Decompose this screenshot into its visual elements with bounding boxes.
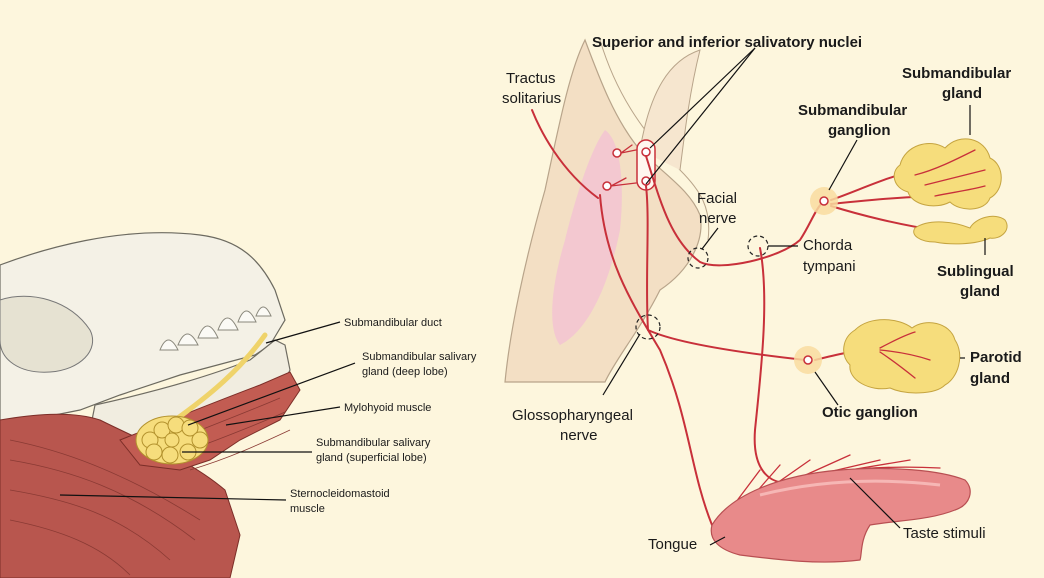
tractus-cell-upper <box>612 148 622 158</box>
leader-mylohyoid <box>225 406 341 426</box>
leader-taste-stimuli <box>849 477 901 529</box>
label-submandibular-gland-2: gland <box>942 85 982 102</box>
chorda-tympani-path <box>753 247 801 484</box>
label-taste-stimuli: Taste stimuli <box>903 525 986 542</box>
label-tractus-1: Tractus <box>506 70 555 87</box>
superior-nucleus-cell <box>641 147 651 157</box>
tractus-cell-lower <box>602 181 612 191</box>
label-gland-superficial-1: Submandibular salivary <box>316 437 431 449</box>
label-tongue: Tongue <box>648 536 697 553</box>
label-sternocleidomastoid-2: muscle <box>290 503 325 515</box>
label-submandibular-duct: Submandibular duct <box>344 317 442 329</box>
leader-submandibular-duct <box>265 321 341 344</box>
label-tractus-2: solitarius <box>502 90 561 107</box>
leader-submandibular-ganglion <box>828 139 858 191</box>
right-nerve-schematic: Superior and inferior salivatory nuclei … <box>502 34 1022 563</box>
submandibular-gland-left <box>135 415 209 465</box>
label-glossopharyngeal-1: Glossopharyngeal <box>512 407 633 424</box>
submandibular-gland-right <box>893 138 1002 210</box>
sublingual-gland <box>913 215 1008 245</box>
leader-otic-ganglion <box>814 371 839 406</box>
otic-ganglion-cell <box>803 355 813 365</box>
upper-teeth <box>159 306 272 351</box>
synapse-branches <box>610 144 637 187</box>
submandibular-ganglion-cell <box>819 196 829 206</box>
label-gland-superficial-2: gland (superficial lobe) <box>316 452 427 464</box>
label-parotid-gland-1: Parotid <box>970 349 1022 366</box>
parotid-gland <box>843 319 961 394</box>
label-facial-1: Facial <box>697 190 737 207</box>
label-glossopharyngeal-2: nerve <box>560 427 598 444</box>
leader-gland-deep <box>187 362 356 426</box>
label-facial-2: nerve <box>699 210 737 227</box>
label-submandibular-ganglion-2: ganglion <box>828 122 891 139</box>
tongue-fiber-branches <box>729 454 911 511</box>
submandibular-gland-vessels <box>914 149 986 197</box>
leader-nuclei-2 <box>645 47 756 185</box>
leader-sternocleidomastoid <box>59 494 287 501</box>
leader-nuclei-1 <box>649 47 756 149</box>
label-chorda-1: Chorda <box>803 237 853 254</box>
label-chorda-2: tympani <box>803 258 856 275</box>
label-salivatory-nuclei: Superior and inferior salivatory nuclei <box>592 34 862 51</box>
leader-glossopharyngeal <box>602 333 641 396</box>
brainstem-bulge <box>639 49 701 171</box>
label-submandibular-gland-1: Submandibular <box>902 65 1011 82</box>
label-sublingual-gland-1: Sublingual <box>937 263 1014 280</box>
left-head-illustration: Submandibular duct Submandibular salivar… <box>0 232 477 578</box>
submandibular-duct <box>172 332 268 423</box>
label-gland-deep-1: Submandibular salivary <box>362 351 477 363</box>
tongue-highlight <box>759 479 941 497</box>
leader-facial-nerve <box>701 227 719 250</box>
label-submandibular-ganglion-1: Submandibular <box>798 102 907 119</box>
tractus-solitarius-line <box>531 109 599 199</box>
skull-orbit <box>0 295 93 373</box>
chorda-tympani-marker <box>747 235 769 257</box>
label-sublingual-gland-2: gland <box>960 283 1000 300</box>
facial-nerve-path <box>645 155 823 267</box>
leader-tongue <box>709 536 726 546</box>
tongue-afferent-path <box>599 194 713 526</box>
label-otic-ganglion: Otic ganglion <box>822 404 918 421</box>
label-sternocleidomastoid-1: Sternocleidomastoid <box>290 488 390 500</box>
label-parotid-gland-2: gland <box>970 370 1010 387</box>
glossopharyngeal-marker <box>635 314 661 340</box>
label-mylohyoid: Mylohyoid muscle <box>344 402 431 414</box>
facial-nerve-marker <box>687 247 709 269</box>
parotid-gland-vessels <box>879 331 931 379</box>
label-gland-deep-2: gland (deep lobe) <box>362 366 448 378</box>
